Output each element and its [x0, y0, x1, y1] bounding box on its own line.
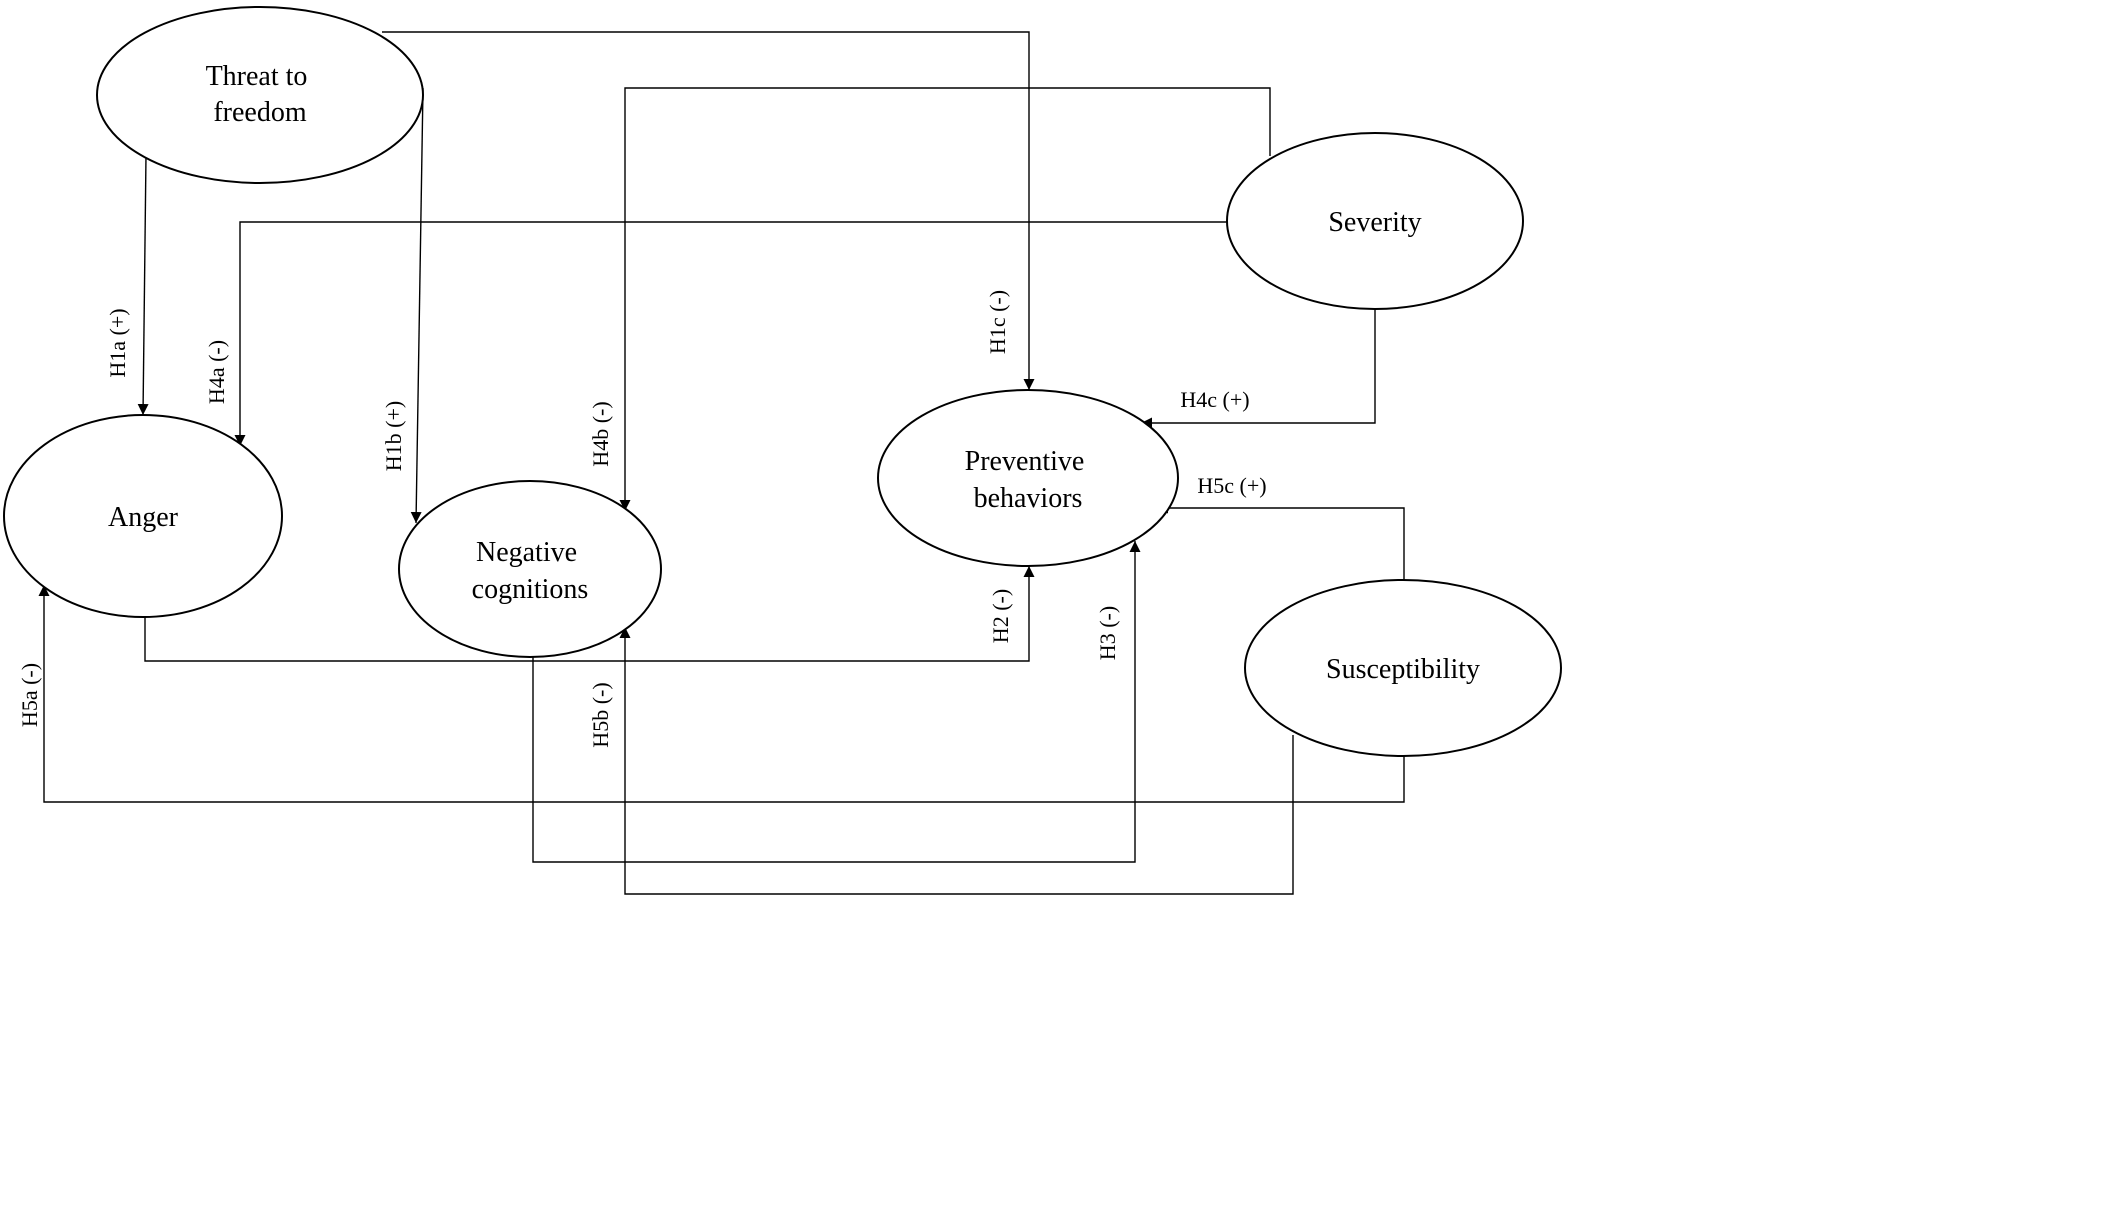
edge-label-h1b: H1b (+)	[381, 401, 406, 471]
node-label: Susceptibility	[1326, 654, 1480, 685]
edge-label-h1a: H1a (+)	[105, 308, 130, 377]
node-preventive-behaviors: Preventive behaviors	[877, 389, 1179, 567]
edge-h4a	[234, 221, 1227, 446]
node-negative-cognitions: Negative cognitions	[398, 480, 662, 658]
edge-h4b	[619, 87, 1271, 511]
edge-h5a	[38, 585, 1405, 803]
node-shape	[1226, 132, 1524, 310]
node-label: Severity	[1328, 207, 1421, 238]
node-label: Negative cognitions	[472, 537, 589, 605]
edge-label-h1c: H1c (-)	[985, 290, 1010, 354]
node-label-line: behaviors	[974, 483, 1083, 514]
edge-label-h5c: H5c (+)	[1197, 473, 1266, 498]
edge-h5b	[619, 627, 1294, 895]
node-severity: Severity	[1226, 132, 1524, 310]
node-shape	[398, 480, 662, 658]
edge-label-h4c: H4c (+)	[1180, 387, 1249, 412]
edge-label-h5a: H5a (-)	[17, 663, 42, 727]
node-label-line: Preventive	[965, 446, 1085, 477]
node-label-line: Anger	[108, 502, 179, 533]
edge-h4c	[1141, 309, 1376, 429]
node-label: Threat to freedom	[206, 61, 315, 128]
node-label-line: Severity	[1328, 207, 1421, 238]
edge-label-h3: H3 (-)	[1095, 606, 1120, 660]
edge-label-h4a: H4a (-)	[204, 340, 229, 404]
node-susceptibility: Susceptibility	[1244, 579, 1562, 757]
node-label-line: cognitions	[472, 574, 589, 605]
node-label: Preventive behaviors	[965, 446, 1092, 514]
edge-h2	[144, 566, 1035, 662]
node-shape	[877, 389, 1179, 567]
node-label: Anger	[108, 502, 179, 533]
node-threat-to-freedom: Threat to freedom	[96, 6, 424, 184]
node-anger: Anger	[3, 414, 283, 618]
node-shape	[96, 6, 424, 184]
edge-h1b	[410, 87, 424, 524]
node-shape	[1244, 579, 1562, 757]
edge-h1c	[382, 31, 1035, 390]
edge-h3	[532, 541, 1141, 863]
edges	[38, 31, 1405, 895]
node-label-line: Threat to	[206, 61, 308, 92]
node-label-line: Negative	[476, 537, 577, 568]
research-model-diagram: H1a (+) H1b (+) H1c (-) H4a (-) H4b (-) …	[3, 6, 1562, 895]
edge-label-h2: H2 (-)	[988, 589, 1013, 643]
node-label-line: Susceptibility	[1326, 654, 1480, 685]
edge-labels: H1a (+) H1b (+) H1c (-) H4a (-) H4b (-) …	[17, 290, 1267, 748]
node-shape	[3, 414, 283, 618]
node-label-line: freedom	[213, 97, 307, 128]
edge-label-h5b: H5b (-)	[588, 682, 613, 747]
edge-h1a	[137, 154, 149, 416]
edge-label-h4b: H4b (-)	[588, 401, 613, 466]
edge-h5c	[1157, 502, 1405, 580]
